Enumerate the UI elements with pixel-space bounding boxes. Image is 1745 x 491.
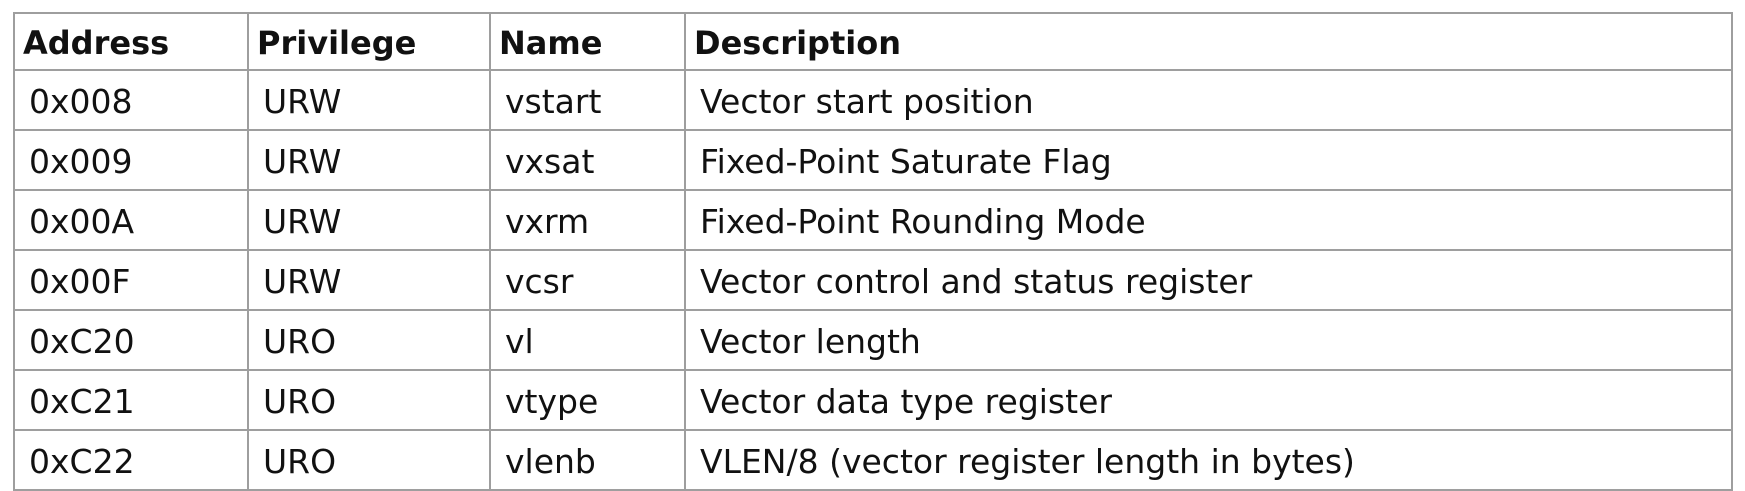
cell-description: Fixed-Point Saturate Flag xyxy=(684,129,1733,191)
cell-description: Vector length xyxy=(684,309,1733,371)
table-header-row: Address Privilege Name Description xyxy=(13,12,1733,71)
cell-address: 0x009 xyxy=(13,129,249,191)
cell-privilege: URO xyxy=(247,429,491,491)
cell-address: 0xC21 xyxy=(13,369,249,431)
cell-privilege: URW xyxy=(247,129,491,191)
table-row: 0x00A URW vxrm Fixed-Point Rounding Mode xyxy=(13,189,1733,251)
cell-description: Vector data type register xyxy=(684,369,1733,431)
cell-name: vxrm xyxy=(489,189,686,251)
header-description: Description xyxy=(684,12,1733,71)
table-row: 0x00F URW vcsr Vector control and status… xyxy=(13,249,1733,311)
cell-name: vtype xyxy=(489,369,686,431)
cell-name: vcsr xyxy=(489,249,686,311)
cell-address: 0x00A xyxy=(13,189,249,251)
cell-description: Vector start position xyxy=(684,69,1733,131)
cell-name: vxsat xyxy=(489,129,686,191)
cell-description: Vector control and status register xyxy=(684,249,1733,311)
header-name: Name xyxy=(489,12,686,71)
cell-address: 0x008 xyxy=(13,69,249,131)
cell-name: vstart xyxy=(489,69,686,131)
header-address: Address xyxy=(13,12,249,71)
cell-description: Fixed-Point Rounding Mode xyxy=(684,189,1733,251)
cell-address: 0xC22 xyxy=(13,429,249,491)
table-row: 0xC22 URO vlenb VLEN/8 (vector register … xyxy=(13,429,1733,491)
cell-address: 0x00F xyxy=(13,249,249,311)
cell-address: 0xC20 xyxy=(13,309,249,371)
cell-privilege: URO xyxy=(247,369,491,431)
table-row: 0xC21 URO vtype Vector data type registe… xyxy=(13,369,1733,431)
table-row: 0x008 URW vstart Vector start position xyxy=(13,69,1733,131)
cell-name: vl xyxy=(489,309,686,371)
table-row: 0xC20 URO vl Vector length xyxy=(13,309,1733,371)
cell-name: vlenb xyxy=(489,429,686,491)
csr-table: Address Privilege Name Description 0x008… xyxy=(13,12,1733,491)
table-row: 0x009 URW vxsat Fixed-Point Saturate Fla… xyxy=(13,129,1733,191)
cell-privilege: URW xyxy=(247,249,491,311)
cell-privilege: URW xyxy=(247,189,491,251)
cell-description: VLEN/8 (vector register length in bytes) xyxy=(684,429,1733,491)
header-privilege: Privilege xyxy=(247,12,491,71)
cell-privilege: URW xyxy=(247,69,491,131)
cell-privilege: URO xyxy=(247,309,491,371)
